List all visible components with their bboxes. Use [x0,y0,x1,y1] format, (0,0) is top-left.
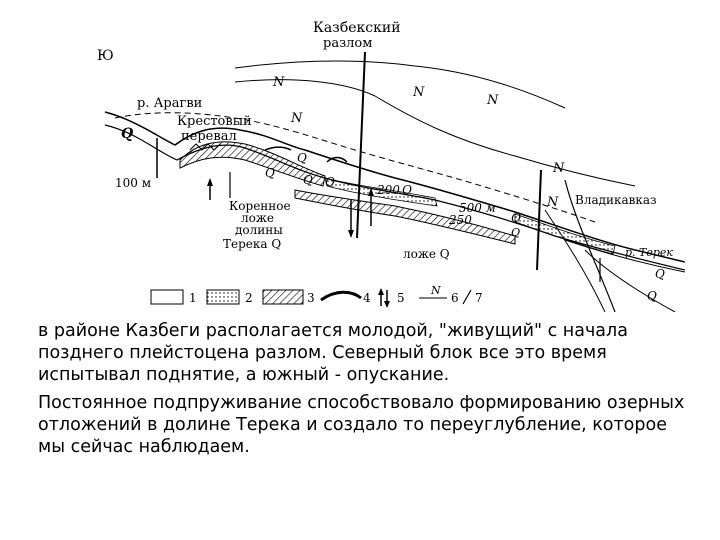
n-label-3: N [412,85,425,100]
q-label-7: Q [511,211,521,225]
scale-label: 100 м [115,176,151,190]
paragraph-2: Постоянное подпруживание способствовало … [38,392,698,458]
legend-number-7: 7 [475,291,483,305]
geological-cross-section-figure: Казбекский разлом Ю [95,0,685,312]
bed-label: ложе Q [403,247,450,261]
q-label-6: Q [402,183,412,197]
n-label-6: N [546,195,559,210]
pass-label-line1: Крестовый [177,114,252,129]
city-label: Владикавказ [575,193,657,207]
direction-label: Ю [97,48,114,64]
n-label-2: N [290,111,303,126]
q-label-8: Q [511,226,520,239]
q-label-9: Q [655,267,665,281]
n-label-1: N [272,75,285,90]
q-label-4: Q [303,173,313,187]
legend-number-6: 6 [451,291,459,305]
legend-number-2: 2 [245,291,253,305]
q-label-left: Q [121,126,133,142]
legend-number-1: 1 [189,291,197,305]
bedrock-line3: долины [235,223,283,237]
terek-label: р. Терек [625,246,673,259]
q-label-2: Q [297,151,307,165]
legend: 1 2 3 4 5 N 6 7 [151,284,483,308]
legend-number-3: 3 [307,291,315,305]
elev-200: 200 [376,183,400,197]
q-label-3: Q [265,166,275,180]
elev-250: 250 [448,213,472,227]
q-label-10: Q [647,289,657,303]
description-text: в районе Казбеги располагается молодой, … [38,320,698,464]
n-label-4: N [486,93,499,108]
pass-label-line2: перевал [181,129,237,144]
legend-number-4: 4 [363,291,371,305]
legend-number-5: 5 [397,291,405,305]
legend-n-symbol: N [430,284,441,297]
bedrock-line4: Терека Q [223,237,281,251]
fault-title-line2: разлом [323,36,372,51]
paragraph-1: в районе Казбеги располагается молодой, … [38,320,698,386]
q-label-5: Q [325,175,335,189]
fault-title-line1: Казбекский [313,20,401,36]
aragvi-label: р. Арагви [137,96,202,111]
n-label-5: N [552,161,565,176]
